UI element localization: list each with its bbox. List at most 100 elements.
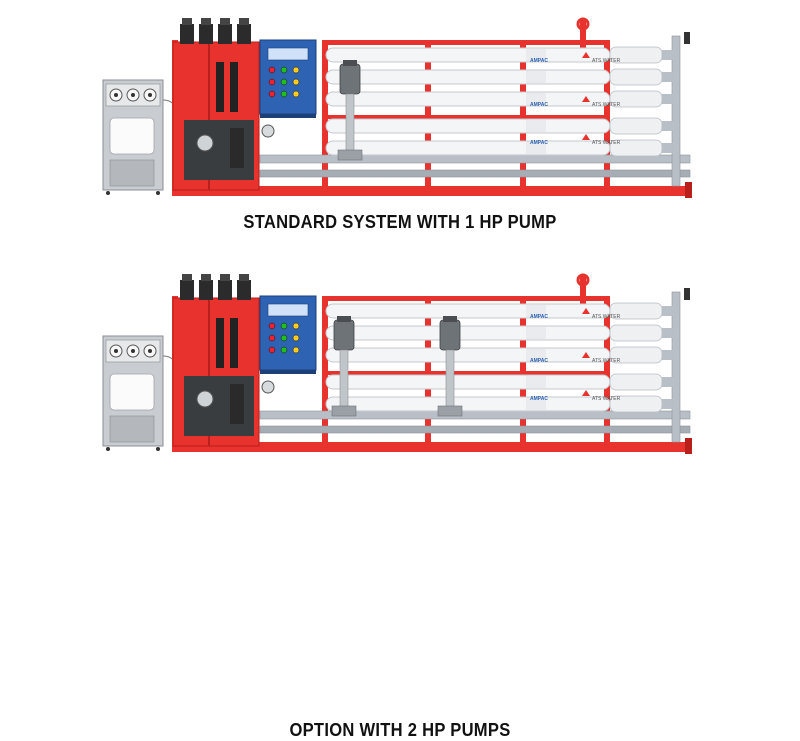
pump-motor-cap (443, 316, 457, 322)
vessel-port (662, 143, 674, 153)
frame-top-rail (322, 296, 610, 301)
membrane-vessel (325, 395, 674, 413)
cartridge-cap (199, 280, 213, 300)
membrane-vessel (325, 139, 674, 157)
valve-icon (196, 390, 214, 408)
pump-motor-cap (343, 60, 357, 66)
vessel-brand-label: AMPAC (530, 58, 548, 64)
cartridge-handle (220, 18, 230, 25)
vessel-body (325, 303, 611, 319)
vessel-band (526, 93, 546, 105)
vessel-band (526, 305, 546, 317)
dosing-pump-hub (114, 349, 118, 353)
brand-logo-icon (582, 308, 590, 314)
vessel-brand-label: AMPAC (530, 314, 548, 320)
riser-cap (684, 32, 690, 44)
indicator-light-icon (280, 66, 288, 74)
caption-option-system: OPTION WITH 2 HP PUMPS (289, 720, 511, 740)
vessel-band (526, 49, 546, 61)
membrane-vessel (325, 324, 674, 342)
brand-logo-icon (582, 134, 590, 140)
caster-icon (156, 447, 160, 451)
membrane-vessel (325, 346, 674, 364)
riser-cap (684, 288, 690, 300)
hmi-screen (267, 47, 309, 61)
cartridge-handle (182, 18, 192, 25)
vessel-band (526, 376, 546, 388)
concentrate-pipe (259, 425, 691, 434)
vessel-port (662, 121, 674, 131)
lifting-eye-icon (576, 17, 590, 31)
vessel-body (325, 325, 611, 341)
brand-logo-icon (582, 96, 590, 102)
vessel-end-cap (609, 373, 663, 391)
membrane-vessel (325, 302, 674, 320)
frame-mid-rail (322, 115, 610, 119)
vessel-body (325, 118, 611, 134)
riser-pipe (671, 291, 681, 443)
indicator-light-icon (280, 334, 288, 342)
vessel-port (662, 377, 674, 387)
vessel-model-label: ATS WATER (592, 358, 621, 364)
vessel-body (325, 91, 611, 107)
cartridge-handle (201, 274, 211, 281)
dosing-pump-hub (131, 93, 135, 97)
control-panel (259, 39, 317, 118)
vessel-port (662, 72, 674, 82)
cartridge-cap (199, 24, 213, 44)
control-panel-base (260, 114, 316, 118)
control-panel (259, 295, 317, 374)
indicator-light-icon (292, 334, 300, 342)
indicator-light-icon (280, 322, 288, 330)
vessel-model-label: ATS WATER (592, 140, 621, 146)
pump-base (337, 149, 363, 161)
vessel-band (526, 349, 546, 361)
lifting-lug (580, 20, 586, 50)
dosing-pump-hub (148, 349, 152, 353)
membrane-vessel (325, 68, 674, 86)
vessel-port (662, 399, 674, 409)
indicator-light-icon (292, 66, 300, 74)
cartridge-handle (220, 274, 230, 281)
cartridge-cap (180, 24, 194, 44)
vessel-brand-label: AMPAC (530, 396, 548, 402)
vessel-brand-label: AMPAC (530, 102, 548, 108)
cartridge-handle (239, 274, 249, 281)
pump-motor (339, 63, 361, 95)
lifting-eye-icon (576, 273, 590, 287)
hp-pump (337, 60, 363, 161)
sight-glass (216, 318, 224, 368)
valve-icon (196, 134, 214, 152)
hp-pump (437, 316, 463, 417)
indicator-light-icon (292, 78, 300, 86)
cabinet-base (109, 159, 155, 187)
membrane-vessel (325, 373, 674, 391)
vessel-brand-label: AMPAC (530, 140, 548, 146)
membrane-vessel (325, 90, 674, 108)
pump-base (437, 405, 463, 417)
vessel-end-cap (609, 324, 663, 342)
vessel-band (526, 398, 546, 410)
indicator-light-icon (280, 90, 288, 98)
filter-enclosure (172, 274, 260, 447)
caster-icon (106, 191, 110, 195)
indicator-light-icon (280, 346, 288, 354)
lifting-lug (580, 276, 586, 306)
cartridge-cap (237, 24, 251, 44)
vessel-end-cap (609, 117, 663, 135)
pump-base (331, 405, 357, 417)
indicator-light-icon (268, 334, 276, 342)
hmi-screen (267, 303, 309, 317)
riser-pipe (671, 35, 681, 187)
filter-cartridge (230, 384, 244, 424)
membrane-vessels (325, 302, 674, 413)
pump-motor (439, 319, 461, 351)
pump-column (345, 93, 355, 157)
sight-glass (216, 62, 224, 112)
vessel-port (662, 94, 674, 104)
vessel-port (662, 306, 674, 316)
caster-icon (106, 447, 110, 451)
